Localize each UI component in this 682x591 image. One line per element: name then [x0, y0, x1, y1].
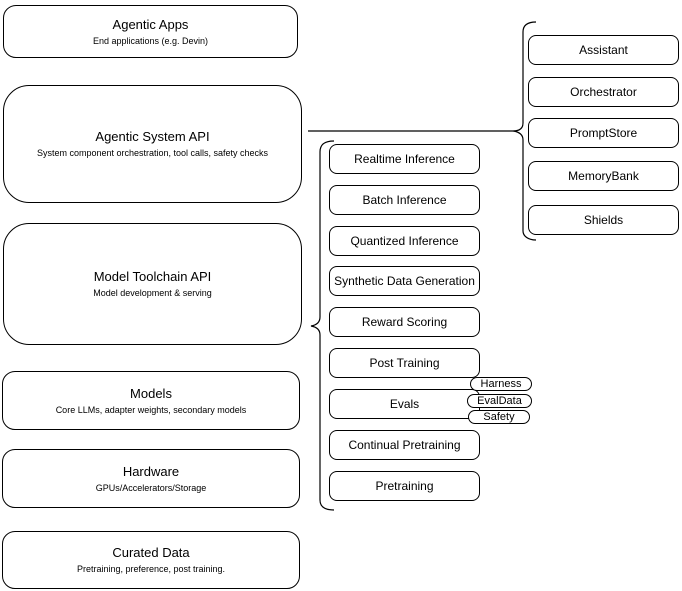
box-assistant: Assistant	[528, 35, 679, 65]
box-agentic-apps-subtitle: End applications (e.g. Devin)	[92, 35, 209, 46]
box-post-training: Post Training	[329, 348, 480, 378]
box-curated-data: Curated Data Pretraining, preference, po…	[2, 531, 300, 589]
box-models-subtitle: Core LLMs, adapter weights, secondary mo…	[55, 404, 247, 415]
box-shields: Shields	[528, 205, 679, 235]
box-model-toolchain-api: Model Toolchain API Model development & …	[3, 223, 302, 345]
box-synthetic-data-generation: Synthetic Data Generation	[329, 266, 480, 296]
pill-safety: Safety	[468, 410, 530, 424]
box-pretraining: Pretraining	[329, 471, 480, 501]
box-agentic-apps: Agentic Apps End applications (e.g. Devi…	[3, 5, 298, 58]
box-batch-inference: Batch Inference	[329, 185, 480, 215]
box-model-toolchain-api-title: Model Toolchain API	[93, 269, 212, 284]
box-curated-data-title: Curated Data	[112, 545, 190, 560]
box-agentic-system-api-title: Agentic System API	[95, 129, 210, 144]
box-agentic-system-api: Agentic System API System component orch…	[3, 85, 302, 203]
box-agentic-apps-title: Agentic Apps	[112, 16, 189, 32]
box-quantized-inference: Quantized Inference	[329, 226, 480, 256]
box-evals: Evals	[329, 389, 480, 419]
box-realtime-inference: Realtime Inference	[329, 144, 480, 174]
pill-harness: Harness	[470, 377, 532, 391]
box-continual-pretraining: Continual Pretraining	[329, 430, 480, 460]
box-reward-scoring: Reward Scoring	[329, 307, 480, 337]
box-promptstore: PromptStore	[528, 118, 679, 148]
box-hardware-title: Hardware	[122, 463, 180, 479]
box-models-title: Models	[130, 385, 172, 401]
box-curated-data-subtitle: Pretraining, preference, post training.	[76, 564, 226, 574]
box-agentic-system-api-subtitle: System component orchestration, tool cal…	[36, 148, 269, 158]
box-hardware-subtitle: GPUs/Accelerators/Storage	[95, 482, 207, 493]
box-memorybank: MemoryBank	[528, 161, 679, 191]
pill-evaldata: EvalData	[467, 394, 532, 408]
box-hardware: Hardware GPUs/Accelerators/Storage	[2, 449, 300, 508]
box-orchestrator: Orchestrator	[528, 77, 679, 107]
box-models: Models Core LLMs, adapter weights, secon…	[2, 371, 300, 430]
box-model-toolchain-api-subtitle: Model development & serving	[93, 288, 212, 298]
